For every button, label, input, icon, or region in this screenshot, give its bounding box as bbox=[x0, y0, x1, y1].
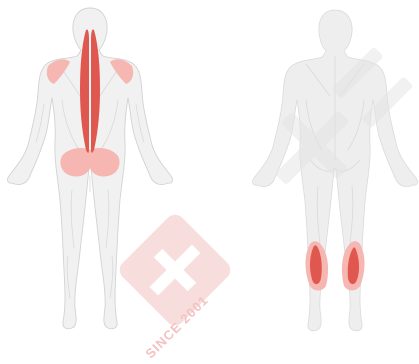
brand-watermark: SINCE 2001 bbox=[116, 211, 235, 362]
left-gluteus bbox=[60, 148, 119, 177]
